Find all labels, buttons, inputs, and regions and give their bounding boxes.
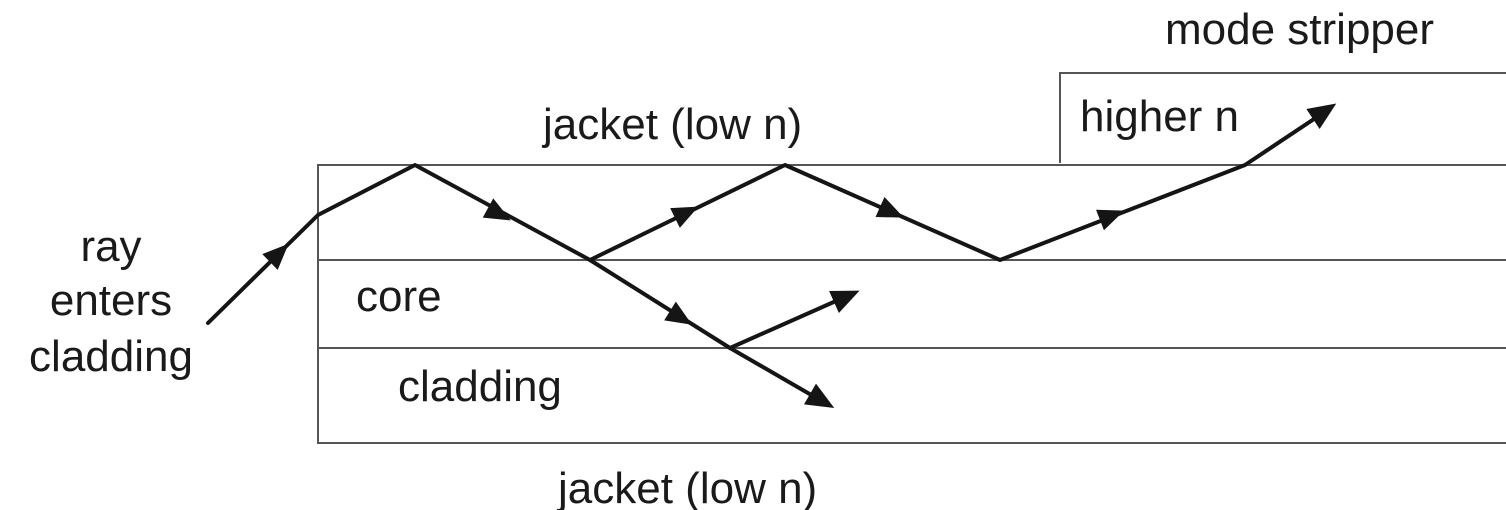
lower-cladding-layer (317, 348, 1506, 444)
ray-enters-label-line1: ray (80, 222, 141, 271)
jacket-top-label: jacket (low n) (541, 100, 802, 149)
ray-enters-label-line3: cladding (29, 332, 193, 381)
cladding-label: cladding (398, 362, 562, 411)
arrowhead-exit-lower (804, 383, 835, 408)
arrowhead-cladding-up-2 (1096, 209, 1125, 231)
arrowhead-cladding-up-1 (670, 206, 699, 228)
ray-enters-label-line2: enters (50, 276, 172, 325)
arrowhead-cladding-down-2 (875, 196, 904, 218)
mode-stripper-label: mode stripper (1165, 5, 1434, 54)
arrowhead-core-down (664, 301, 693, 325)
jacket-bottom-label: jacket (low n) (556, 464, 817, 510)
higher-n-label: higher n (1080, 92, 1239, 141)
refracted-ray-into-core (588, 258, 822, 402)
arrowhead-cladding-down-1 (482, 198, 511, 221)
reflected-ray-in-core (728, 295, 847, 350)
core-layer (317, 260, 1506, 349)
core-label: core (356, 272, 442, 321)
mode-stripper-box (1059, 72, 1506, 163)
upper-cladding-layer (317, 164, 1506, 261)
arrowhead-entering (262, 243, 289, 270)
arrowhead-core-reflected (829, 290, 860, 313)
arrowhead-stripped-ray (1306, 103, 1337, 129)
